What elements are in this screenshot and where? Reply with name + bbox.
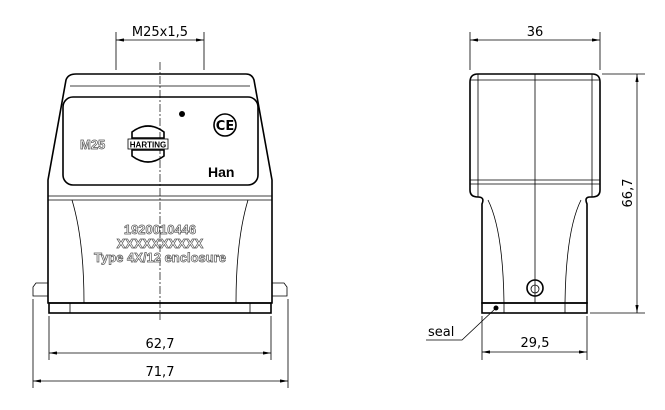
locking-ring <box>526 279 544 297</box>
svg-text:CE: CE <box>216 119 234 134</box>
width-inner-dimension: 62,7 <box>146 337 175 352</box>
width-top-dimension: 36 <box>527 25 544 40</box>
enclosure-type: Type 4X/12 enclosure <box>94 250 226 265</box>
series-label: Han <box>208 164 234 180</box>
part-number: 1920010446 <box>124 222 196 237</box>
harting-logo: HARTING <box>127 111 185 163</box>
side-view: 36 66,7 29,5 seal <box>426 25 645 360</box>
serial-placeholder: XXXXXXXXXX <box>117 236 204 251</box>
width-bottom-dimension: 29,5 <box>521 336 550 351</box>
front-view: M25 HARTING CE Han 1920010446 XXXXXXXXXX… <box>32 25 289 388</box>
height-dimension: 66,7 <box>621 179 636 208</box>
thread-dimension: M25x1,5 <box>132 25 188 40</box>
seal-label: seal <box>428 325 454 340</box>
ce-mark: CE <box>213 113 237 137</box>
svg-text:HARTING: HARTING <box>130 141 166 150</box>
width-outer-dimension: 71,7 <box>146 365 175 380</box>
size-label: M25 <box>80 137 105 152</box>
